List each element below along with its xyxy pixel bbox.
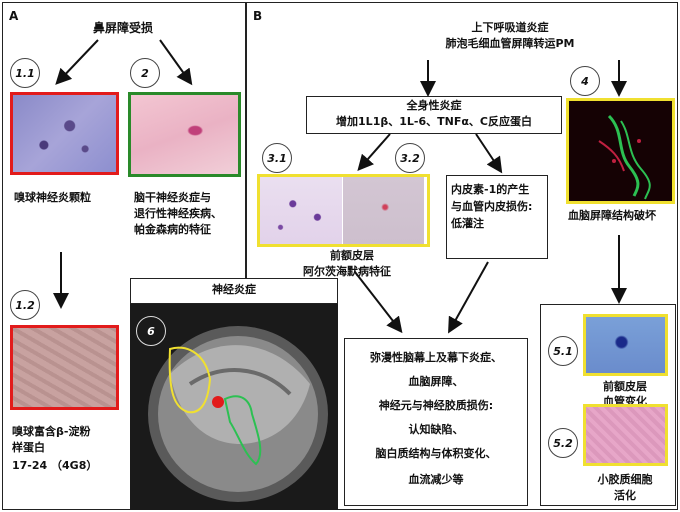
panel-b-title-line-2: 肺泡毛细血管屏障转运PM [445,37,575,50]
caption-4: 血脑屏障结构破坏 [568,209,656,222]
panel-b-frame [246,2,678,510]
systemic-inflammation-detail: 增加1L1β、1L-6、TNFα、C反应蛋白 [336,115,532,128]
caption-1-2-line-3: 17-24 （4G8） [12,459,98,472]
histology-image-1-2 [10,325,119,410]
label-4: 4 [570,66,600,96]
histology-image-5-2 [583,404,668,466]
caption-3-line-1: 前额皮层 [330,249,374,262]
arrow-to-1-1 [55,39,99,85]
arrow-endothelin-to-outcomes [448,261,489,334]
outcome-line-5: 脑白质结构与体积变化、 [375,447,497,460]
label-5-2: 5.2 [548,428,578,458]
caption-2-line-3: 帕金森病的特征 [134,223,211,236]
outcome-line-1: 弥漫性脑幕上及幕下炎症、 [370,351,502,364]
caption-1-2-line-2: 样蛋白 [12,441,45,454]
endothelin-line-2: 与血管内皮损伤: [451,200,533,213]
neuroinflammation-title: 神经炎症 [212,283,256,296]
histology-image-3-1 [260,177,342,244]
caption-5-1-line-1: 前额皮层 [603,380,647,393]
bbb-image-4 [566,98,675,204]
caption-2-line-1: 脑干神经炎症与 [134,191,211,204]
histology-image-2 [128,92,241,177]
panel-a-letter: A [9,9,19,23]
outcomes-box [344,338,528,506]
histology-image-3-2 [343,177,424,244]
outcome-line-3: 神经元与神经胶质损伤: [378,399,494,412]
caption-2-line-2: 退行性神经疾病、 [134,207,222,220]
panel-a-arrows [53,39,193,309]
label-3-1: 3.1 [262,143,292,173]
arrow-to-2 [159,39,193,86]
mri-image [130,304,338,510]
arrow-3-to-outcomes [354,271,403,334]
panel-b-title-line-1: 上下呼吸道炎症 [471,21,549,34]
endothelin-box [446,175,548,259]
panel-a-frame [2,2,246,510]
histology-image-1-1 [10,92,119,175]
caption-1-1: 嗅球神经炎颗粒 [14,191,91,204]
label-1-1: 1.1 [10,58,40,88]
panel-b-letter: B [253,9,263,23]
outcome-line-2: 血脑屏障、 [408,375,464,388]
label-3-2: 3.2 [395,143,425,173]
endothelin-line-3: 低灌注 [451,217,484,230]
label-1-2: 1.2 [10,290,40,320]
outcome-line-6: 血流减少等 [408,473,464,486]
endothelin-line-1: 内皮素-1的产生 [451,183,530,196]
label-6: 6 [136,316,166,346]
caption-5-2-line-2: 活化 [614,489,636,502]
histology-image-5-1 [583,314,668,376]
arrow-systemic-to-3-1 [357,133,391,171]
label-5-1: 5.1 [548,336,578,366]
caption-3-line-2: 阿尔茨海默病特征 [303,265,391,278]
neuroinflammation-title-box [130,278,338,304]
panel-a-title: 鼻屏障受损 [93,21,154,35]
label-2: 2 [130,58,160,88]
caption-1-2-line-1: 嗅球富含β-淀粉 [12,425,91,438]
arrow-systemic-to-endothelin [475,133,503,174]
systemic-inflammation-title: 全身性炎症 [406,99,462,112]
caption-5-2-line-1: 小胶质细胞 [597,473,653,486]
outcome-line-4: 认知缺陷、 [408,423,464,436]
systemic-inflammation-box [306,96,562,134]
